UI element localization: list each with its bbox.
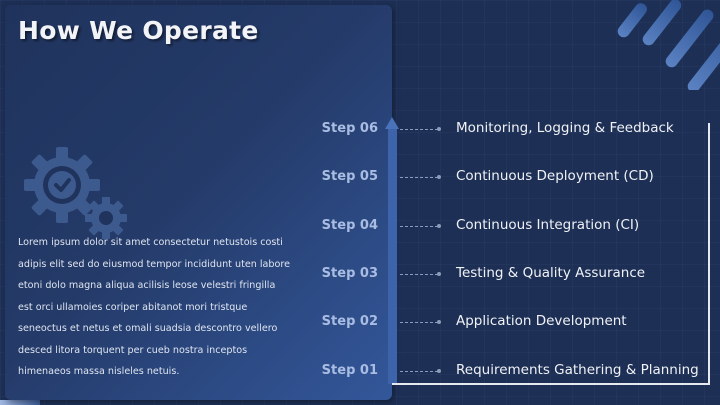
connector-dot xyxy=(437,369,441,373)
page-title: How We Operate xyxy=(18,16,259,45)
bracket-vertical-line xyxy=(708,123,710,385)
timeline-arrow-shaft xyxy=(388,128,397,384)
step-label: Step 06 xyxy=(321,121,378,136)
dashed-connector xyxy=(400,274,438,275)
dashed-connector xyxy=(400,226,438,227)
corner-drip-decoration xyxy=(590,0,720,90)
dashed-connector xyxy=(400,177,438,178)
bracket-horizontal-line xyxy=(392,383,710,385)
dashed-connector xyxy=(400,322,438,323)
gears-check-icon xyxy=(24,147,127,239)
description-text: Lorem ipsum dolor sit amet consectetur n… xyxy=(18,237,291,377)
step-description: Continuous Deployment (CD) xyxy=(456,168,654,184)
connector-dot xyxy=(437,272,441,276)
dashed-connector xyxy=(400,371,438,372)
step-description: Monitoring, Logging & Feedback xyxy=(456,120,674,136)
step-label: Step 03 xyxy=(321,266,378,281)
dashed-connector xyxy=(400,129,438,130)
step-description: Requirements Gathering & Planning xyxy=(456,362,699,378)
step-label: Step 01 xyxy=(321,363,378,378)
step-label: Step 02 xyxy=(321,314,378,329)
arrow-up-icon xyxy=(385,117,399,129)
connector-dot xyxy=(437,127,441,131)
connector-dot xyxy=(437,320,441,324)
step-description: Continuous Integration (CI) xyxy=(456,217,640,233)
bottom-decoration xyxy=(0,400,40,405)
step-description: Application Development xyxy=(456,313,627,329)
step-label: Step 05 xyxy=(321,169,378,184)
step-label: Step 04 xyxy=(321,218,378,233)
connector-dot xyxy=(437,224,441,228)
step-description: Testing & Quality Assurance xyxy=(456,265,646,281)
connector-dot xyxy=(437,175,441,179)
